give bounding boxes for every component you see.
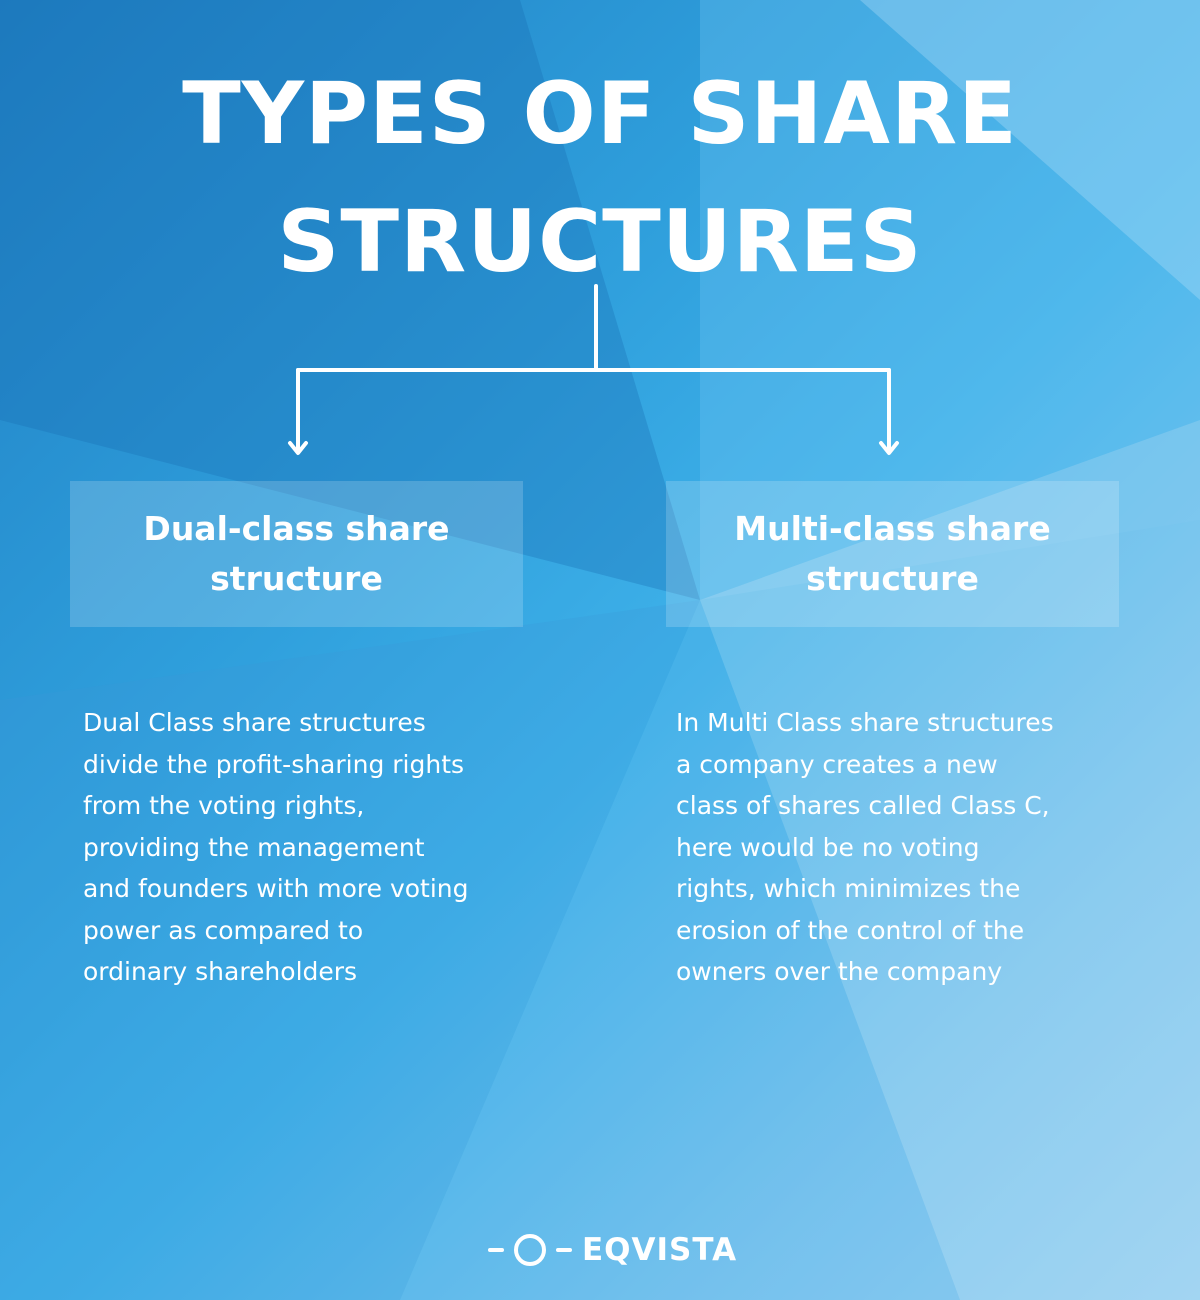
arrow-down-right-icon — [879, 441, 899, 455]
description-line: providing the management — [83, 832, 425, 862]
multi-class-label: Multi-class share structure — [734, 504, 1050, 604]
description-line: power as compared to — [83, 915, 364, 945]
eqvista-logo-icon — [488, 1234, 572, 1266]
multi-class-label-line-1: Multi-class share — [734, 509, 1051, 548]
description-line: a company creates a new — [676, 749, 998, 779]
title-line-1: TYPES OF SHARE — [182, 64, 1018, 164]
description-line: and founders with more voting — [83, 874, 469, 903]
description-line: Dual Class share structures — [83, 708, 426, 737]
dual-class-label: Dual-class share structure — [143, 504, 449, 604]
brand-name: EQVISTA — [582, 1232, 738, 1268]
description-line: owners over the company — [676, 957, 1003, 986]
dual-class-box: Dual-class share structure — [70, 481, 523, 627]
description-line: here would be no voting — [676, 832, 980, 862]
brand-logo: EQVISTA — [488, 1228, 737, 1272]
multi-class-label-line-2: structure — [806, 559, 979, 598]
description-line: rights, which minimizes the — [676, 874, 1021, 903]
description-line: In Multi Class share structures — [676, 708, 1054, 737]
description-line: class of shares called Class C, — [676, 791, 1050, 820]
dual-class-description: Dual Class share structures divide the p… — [83, 702, 533, 993]
arrow-down-left-icon — [288, 441, 308, 455]
title-line-2: STRUCTURES — [277, 192, 923, 292]
dual-class-label-line-1: Dual-class share — [143, 509, 450, 548]
dual-class-label-line-2: structure — [210, 559, 383, 598]
description-line: from the voting rights, — [83, 791, 365, 820]
description-line: erosion of the control of the — [676, 915, 1025, 945]
multi-class-description: In Multi Class share structures a compan… — [676, 702, 1116, 993]
page-title: TYPES OF SHARE STRUCTURES — [0, 50, 1200, 306]
multi-class-box: Multi-class share structure — [666, 481, 1119, 627]
description-line: divide the profit-sharing rights — [83, 749, 465, 779]
description-line: ordinary shareholders — [83, 957, 358, 986]
